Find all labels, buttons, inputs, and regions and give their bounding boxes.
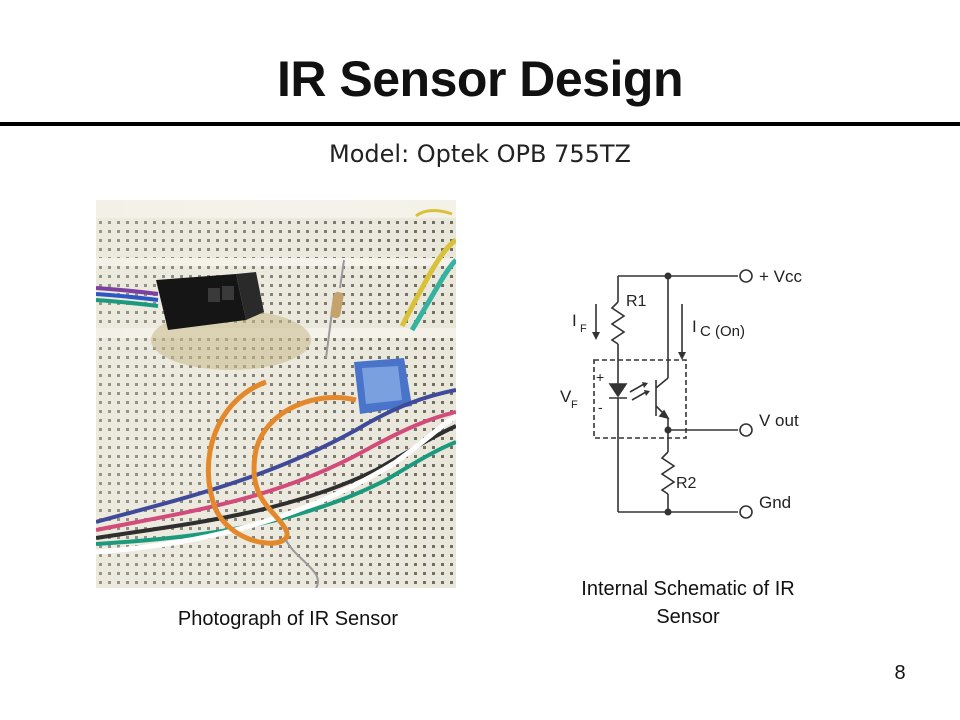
sensor-body [156,272,264,330]
vout-label: V out [759,411,799,430]
title-divider [0,122,960,126]
photo-caption: Photograph of IR Sensor [177,608,399,630]
slide-subtitle: Model: Optek OPB 755TZ [329,140,631,168]
ir-sensor-schematic: + Vcc V out Gnd R1 R2 I F I C (On) V F +… [560,267,802,519]
slide-title: IR Sensor Design [277,51,684,107]
r2-label: R2 [676,475,697,492]
vcc-label: + Vcc [759,267,802,286]
r1-label: R1 [626,293,647,310]
ir-sensor-photo [96,200,456,588]
vf-label: V [560,387,572,406]
resistor [325,259,345,359]
minus-sign: - [598,399,603,415]
vf-subscript: F [571,399,578,411]
schematic-caption: Internal Schematic of IR Sensor [581,578,795,628]
if-subscript: F [580,323,587,335]
if-label: I [572,311,577,330]
page-number: 8 [894,662,906,684]
ic-label: I [692,317,697,336]
plus-sign: + [596,369,604,385]
ic-subscript: C (On) [700,323,745,340]
gnd-label: Gnd [759,493,791,512]
blue-connector [354,358,412,414]
